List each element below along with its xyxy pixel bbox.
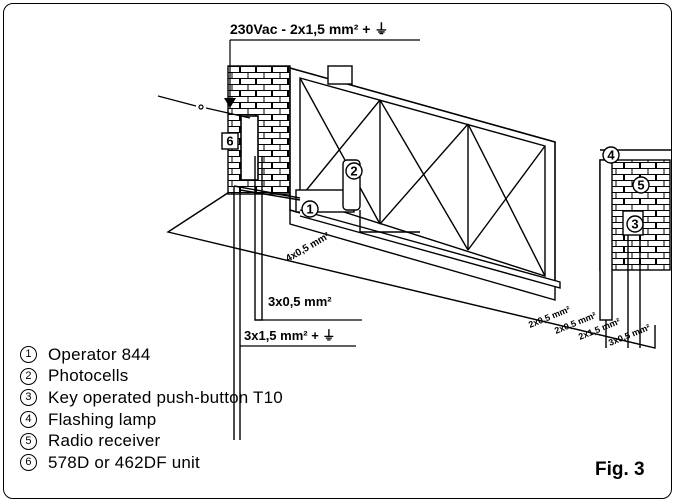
legend-item: 1 Operator 844: [20, 344, 283, 366]
legend-item: 4 Flashing lamp: [20, 409, 283, 431]
supply-wire: [157, 95, 251, 119]
operator-cable-label: 4x0,5 mm²: [284, 230, 332, 264]
legend-text: Photocells: [48, 366, 129, 386]
legend-number: 6: [20, 454, 37, 472]
legend-item: 2 Photocells: [20, 366, 283, 388]
mains-cable-label: 3x1,5 mm² + ⏚: [244, 328, 335, 343]
sliding-gate: [289, 66, 556, 301]
legend-item: 6 578D or 462DF unit: [20, 452, 283, 474]
control-unit-box: [240, 115, 259, 181]
power-label: 230Vac - 2x1,5 mm² + ⏚: [230, 21, 388, 37]
legend-text: Key operated push-button T10: [48, 387, 283, 407]
callout-6: 6: [226, 134, 233, 149]
legend-number: 1: [20, 346, 37, 364]
legend-text: 578D or 462DF unit: [48, 452, 200, 472]
gate-guide: [327, 65, 353, 85]
legend-number: 3: [20, 389, 37, 407]
photocell-cable-label: 3x0,5 mm²: [268, 294, 332, 309]
left-brick-pillar: [227, 65, 291, 195]
callout-4: 4: [607, 148, 615, 163]
callout-2: 2: [350, 164, 357, 179]
callout-3: 3: [631, 217, 638, 232]
callout-5: 5: [637, 178, 644, 193]
legend-text: Flashing lamp: [48, 409, 157, 429]
callout-1: 1: [306, 202, 313, 217]
legend-text: Radio receiver: [48, 431, 161, 451]
legend-number: 4: [20, 411, 37, 429]
legend-number: 2: [20, 367, 37, 385]
legend-item: 5 Radio receiver: [20, 430, 283, 452]
ground-outline: [166, 186, 656, 349]
legend-text: Operator 844: [48, 344, 151, 364]
figure-label: Fig. 3: [595, 459, 645, 480]
gate-track: [299, 209, 561, 289]
legend-item: 3 Key operated push-button T10: [20, 387, 283, 409]
flashing-lamp-post: [599, 159, 613, 321]
cable-duct: [233, 185, 301, 440]
figure-frame: [3, 3, 672, 499]
legend-number: 5: [20, 432, 37, 450]
legend-list: 1 Operator 844 2 Photocells 3 Key operated …: [20, 344, 283, 474]
